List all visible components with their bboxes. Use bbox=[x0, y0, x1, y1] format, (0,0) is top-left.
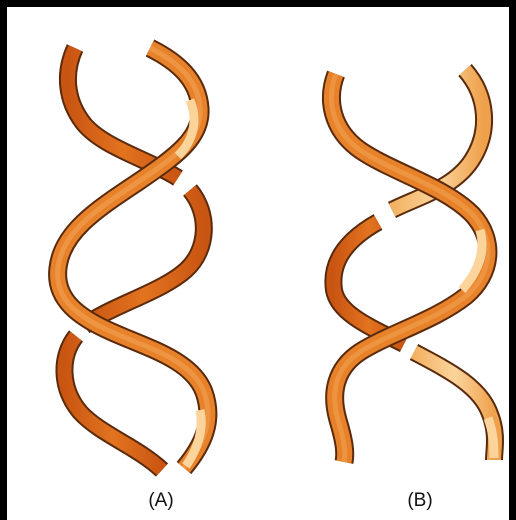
label-a: (A) bbox=[131, 490, 191, 512]
helix-b-front-strand bbox=[331, 74, 487, 462]
helix-a bbox=[58, 48, 208, 470]
helix-a-back-strand bbox=[64, 48, 203, 470]
helix-b bbox=[331, 70, 495, 462]
helix-b-back-strand bbox=[333, 70, 495, 460]
label-b: (B) bbox=[390, 490, 450, 512]
